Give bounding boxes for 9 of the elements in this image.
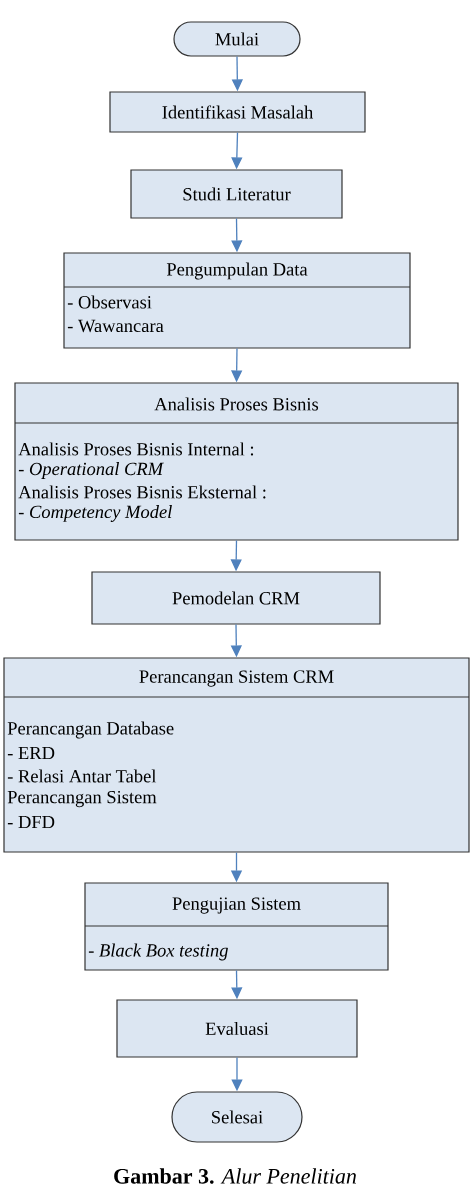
process-box: Perancangan Sistem CRM Perancangan Database - ERD - Relasi Antar Tabel Perancangan Sistem - DFD xyxy=(3,657,470,853)
process-box: Analisis Proses Bisnis Analisis Proses Bisnis Internal : - Operational CRM Analisis Proses Bisnis Eksternal : - Competency Model xyxy=(14,382,459,541)
process-box: Studi Literatur xyxy=(130,169,343,219)
process-box: Pengujian Sistem - Black Box testing xyxy=(84,882,389,971)
process-box: Identifikasi Masalah xyxy=(109,91,366,133)
figure-caption: Gambar 3. Alur Penelitian xyxy=(114,1168,356,1184)
process-box: Pemodelan CRM xyxy=(91,571,381,625)
process-box: Pengumpulan Data - Observasi - Wawancara xyxy=(63,252,411,349)
process-box: Evaluasi xyxy=(116,999,358,1058)
